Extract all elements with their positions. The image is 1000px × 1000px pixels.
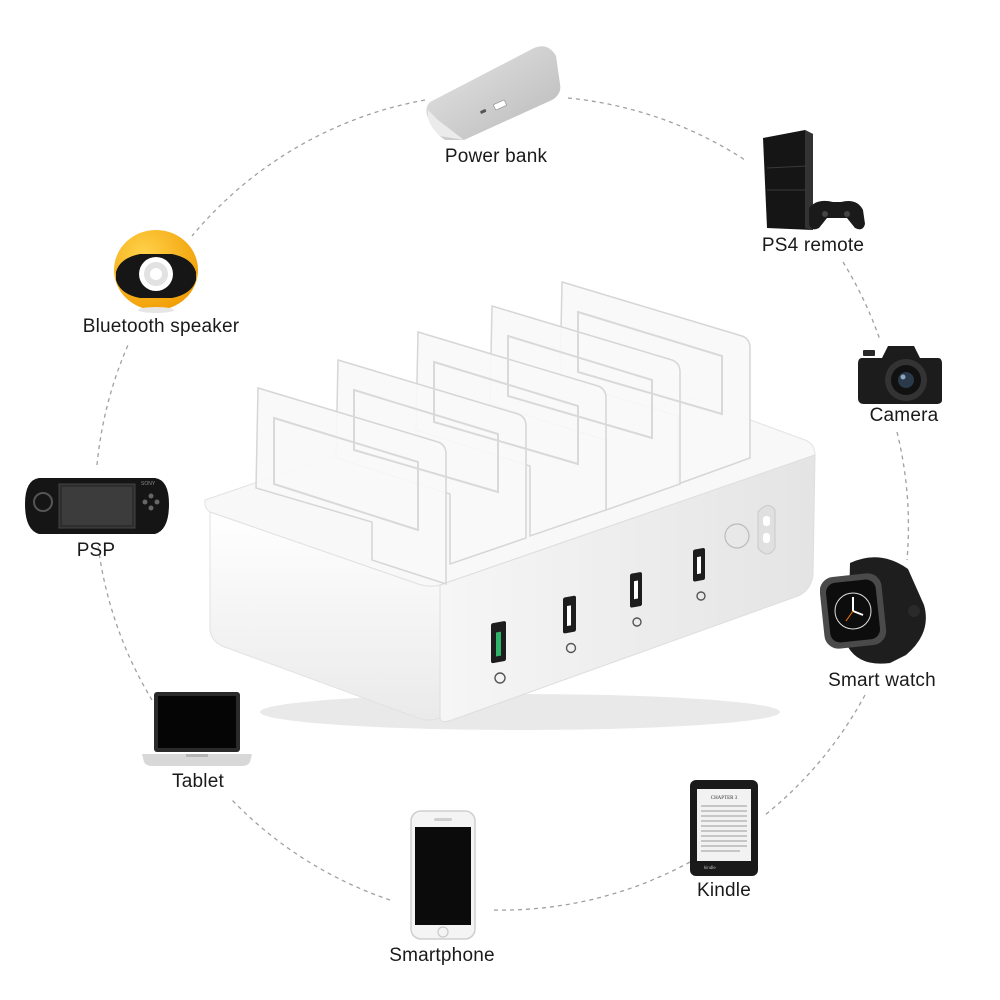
label-camera: Camera (869, 405, 939, 426)
psp-image: SONY (25, 476, 169, 536)
psp-brand-text: SONY (141, 481, 156, 487)
smartphone-image (410, 810, 476, 940)
kindle-chapter-heading: CHAPTER 3 (711, 796, 738, 801)
tablet-image (140, 690, 254, 770)
label-smartphone: Smartphone (389, 945, 495, 966)
label-psp: PSP (76, 540, 116, 561)
power-bank-image (424, 40, 564, 140)
label-kindle: Kindle (696, 880, 752, 901)
smart-watch-image (820, 555, 930, 667)
kindle-image: CHAPTER 3 kindle (690, 780, 760, 878)
label-tablet: Tablet (172, 771, 224, 792)
label-bluetooth-speaker: Bluetooth speaker (82, 316, 240, 337)
label-power-bank: Power bank (444, 146, 548, 167)
camera-image (858, 340, 942, 406)
label-ps4-remote: PS4 remote (761, 235, 865, 256)
bluetooth-speaker-image (110, 228, 202, 314)
charging-station (204, 280, 816, 730)
kindle-brand-text: kindle (704, 865, 716, 870)
ps4-console-image (757, 130, 867, 235)
label-smart-watch: Smart watch (828, 670, 936, 691)
